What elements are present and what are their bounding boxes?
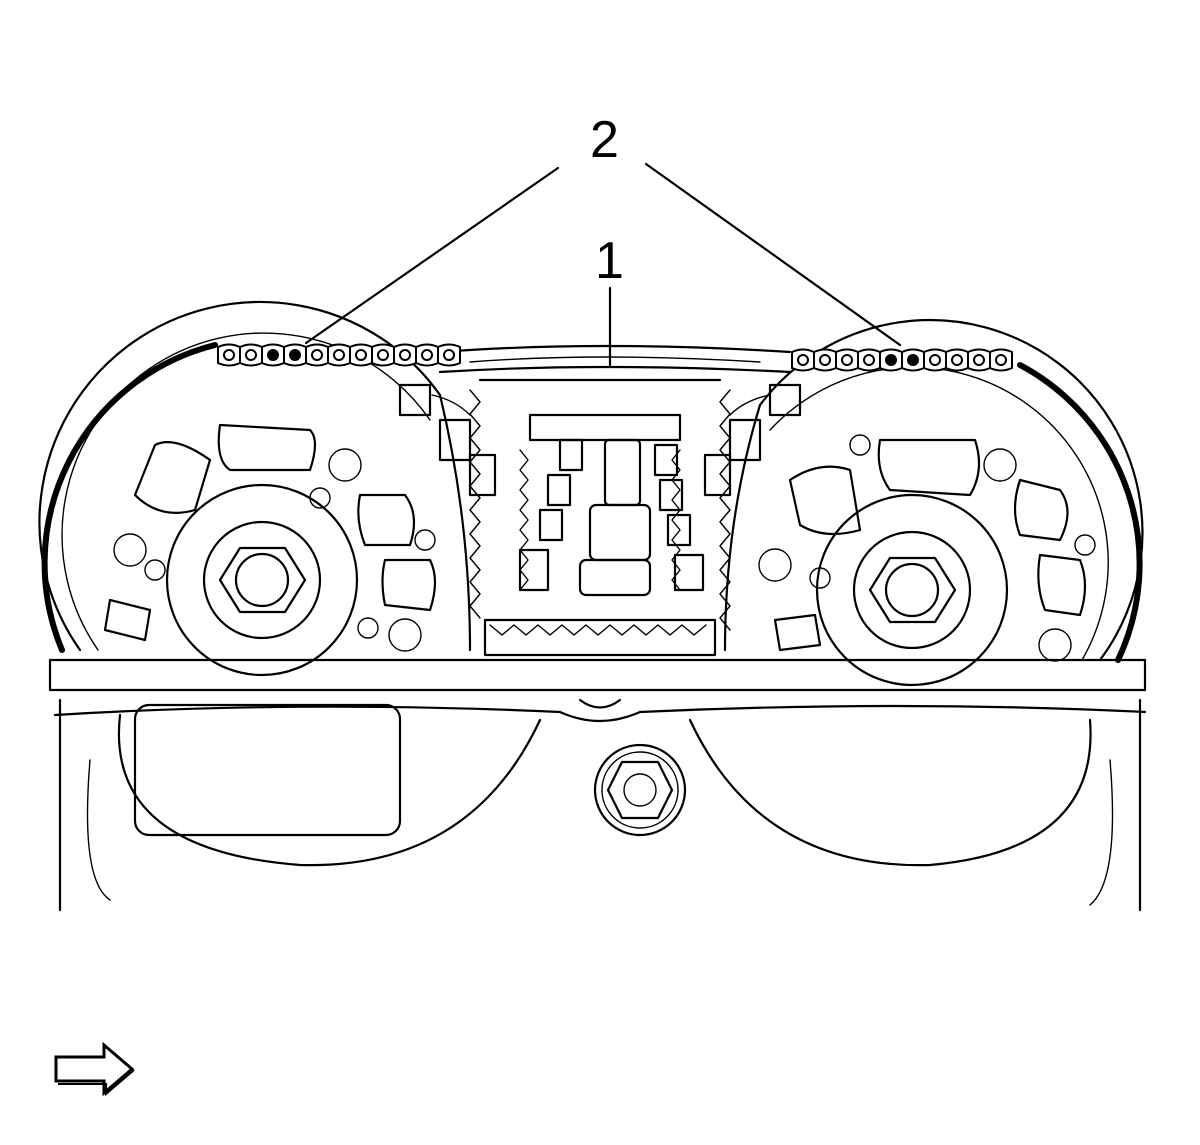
- chain-pin: [819, 354, 831, 366]
- timing-mark-link: [907, 354, 919, 366]
- right-camshaft-sprocket: [723, 318, 1144, 687]
- chain-pin: [929, 354, 941, 366]
- chain-pin: [797, 354, 809, 366]
- leader-lines: [304, 162, 902, 367]
- chain-pin: [223, 349, 235, 361]
- left-camshaft-sprocket: [38, 300, 472, 677]
- chain-pin: [443, 349, 455, 361]
- hex-bolt: [593, 743, 687, 837]
- chain-pin: [333, 349, 345, 361]
- timing-mark-link: [289, 349, 301, 361]
- chain-pin: [399, 349, 411, 361]
- chain-pin: [377, 349, 389, 361]
- chain-pin: [995, 354, 1007, 366]
- label-plate: [133, 703, 402, 837]
- timing-mark-link: [885, 354, 897, 366]
- chain-pin: [841, 354, 853, 366]
- timing-chain: [217, 343, 1013, 372]
- chain-pin: [863, 354, 875, 366]
- chain-pin: [311, 349, 323, 361]
- cylinder-head-cover: [48, 658, 1147, 912]
- right-arrow-icon: [54, 1041, 135, 1097]
- chain-pin: [973, 354, 985, 366]
- chain-pin: [951, 354, 963, 366]
- chain-pin: [421, 349, 433, 361]
- chain-pin: [355, 349, 367, 361]
- chain-pin: [245, 349, 257, 361]
- camshaft-valve-train: [398, 378, 802, 657]
- callout-label-1: 1: [595, 232, 624, 290]
- callout-label-2: 2: [590, 111, 619, 169]
- chain-guide: [438, 344, 792, 374]
- timing-mark-link: [267, 349, 279, 361]
